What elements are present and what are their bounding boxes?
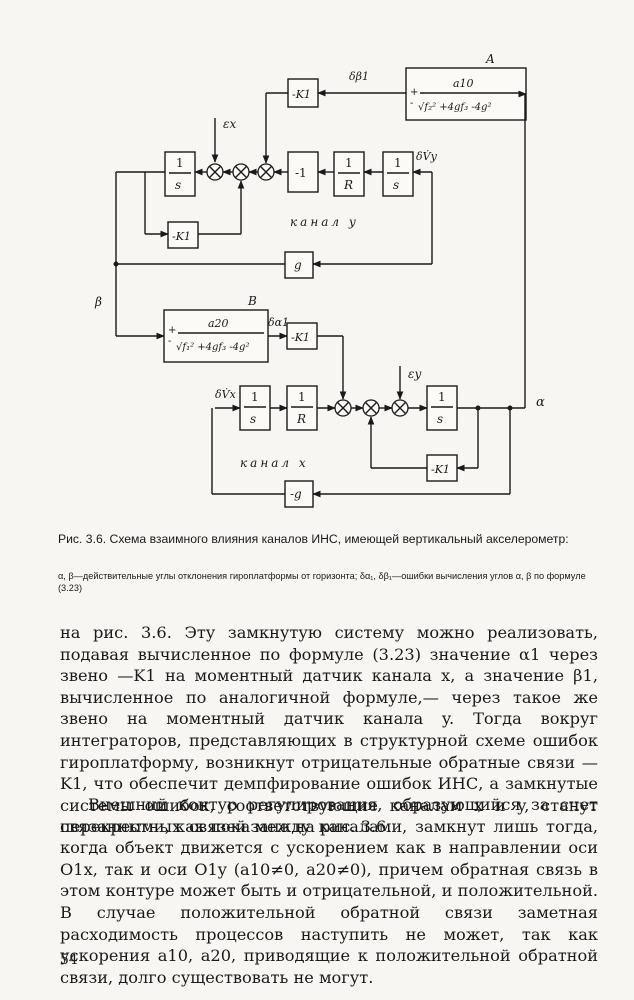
block-integrator-bottom-right: 1 s (426, 385, 458, 431)
label-eps-x: εx (223, 117, 236, 131)
sum-junction (362, 399, 380, 417)
figure-caption: Рис. 3.6. Схема взаимного влияния канало… (58, 532, 569, 546)
svg-text:1: 1 (251, 390, 259, 404)
block-a-denominator: √f₂² +4gf₃ -4g² (418, 102, 491, 113)
svg-text:s: s (393, 178, 399, 192)
svg-text:-K1: -K1 (292, 88, 311, 101)
block-a-minus: - (410, 98, 413, 109)
page-number: 54 (60, 952, 78, 968)
block-integrator-bottom-left: 1 s (239, 385, 271, 431)
label-alpha: α (536, 395, 545, 410)
block-a-numerator: a10 (453, 77, 474, 90)
block-integrator-top-right: 1 s (382, 151, 414, 197)
svg-text:s: s (250, 412, 256, 426)
label-eps-y: εy (408, 367, 421, 381)
block-r-bottom: 1 R (286, 385, 318, 431)
label-delta-alpha1: δα1 (268, 316, 289, 329)
svg-text:g: g (294, 258, 302, 272)
label-beta: β (94, 295, 102, 309)
block-g: g (284, 251, 314, 279)
svg-text:1: 1 (298, 390, 306, 404)
svg-text:-K1: -K1 (291, 331, 310, 344)
block-r-top: 1 R (333, 151, 365, 197)
block-b-denominator: √f₁² +4gf₃ -4g² (176, 342, 249, 353)
svg-text:-1: -1 (295, 166, 307, 180)
label-delta-vy: δV̇y (416, 150, 438, 163)
label-channel-x: канал x (240, 456, 309, 470)
block-k1-mid: -K1 (286, 322, 318, 350)
label-delta-beta1: δβ1 (349, 70, 369, 83)
svg-text:1: 1 (394, 156, 402, 170)
sum-junction (257, 163, 275, 181)
sum-junction (232, 163, 250, 181)
block-k1-feedback-x: -K1 (426, 454, 458, 482)
svg-text:1: 1 (345, 156, 353, 170)
svg-text:-g: -g (290, 487, 302, 501)
figure-caption-note: α, β—действительные углы отклонения гиро… (58, 571, 586, 593)
svg-text:R: R (343, 178, 353, 192)
block-b-minus: - (168, 336, 171, 347)
svg-text:-K1: -K1 (431, 463, 450, 476)
block-k1-feedback-y: -K1 (167, 221, 199, 249)
body-paragraph: на рис. 3.6. Эту замкнутую систему можно… (60, 623, 598, 837)
block-k1-top: -K1 (287, 78, 319, 108)
block-a-label: A (485, 52, 495, 66)
sum-junction (206, 163, 224, 181)
block-b: B + - a20 √f₁² +4gf₃ -4g² (163, 294, 269, 363)
svg-text:s: s (437, 412, 443, 426)
block-minus-one: -1 (287, 151, 319, 193)
svg-text:s: s (175, 178, 181, 192)
label-channel-y: канал y (290, 215, 359, 229)
block-b-numerator: a20 (208, 317, 229, 330)
block-b-plus: + (168, 325, 176, 336)
block-a: A + - a10 √f₂² +4gf₃ -4g² (405, 52, 527, 121)
svg-text:1: 1 (176, 156, 184, 170)
sum-junction (391, 399, 409, 417)
label-delta-vx: δV̇x (215, 388, 237, 401)
block-minus-g: -g (284, 480, 314, 508)
sum-junction (334, 399, 352, 417)
block-integrator-top-left: 1 s (164, 151, 196, 197)
block-diagram: A + - a10 √f₂² +4gf₃ -4g² -K1 δβ1 εx 1 s… (94, 52, 545, 508)
block-b-label: B (247, 294, 257, 308)
svg-text:-K1: -K1 (172, 230, 191, 243)
body-paragraph: Внешний контур регулирования, образующий… (60, 795, 598, 987)
block-a-plus: + (410, 87, 418, 98)
svg-text:1: 1 (438, 390, 446, 404)
svg-text:R: R (296, 412, 306, 426)
